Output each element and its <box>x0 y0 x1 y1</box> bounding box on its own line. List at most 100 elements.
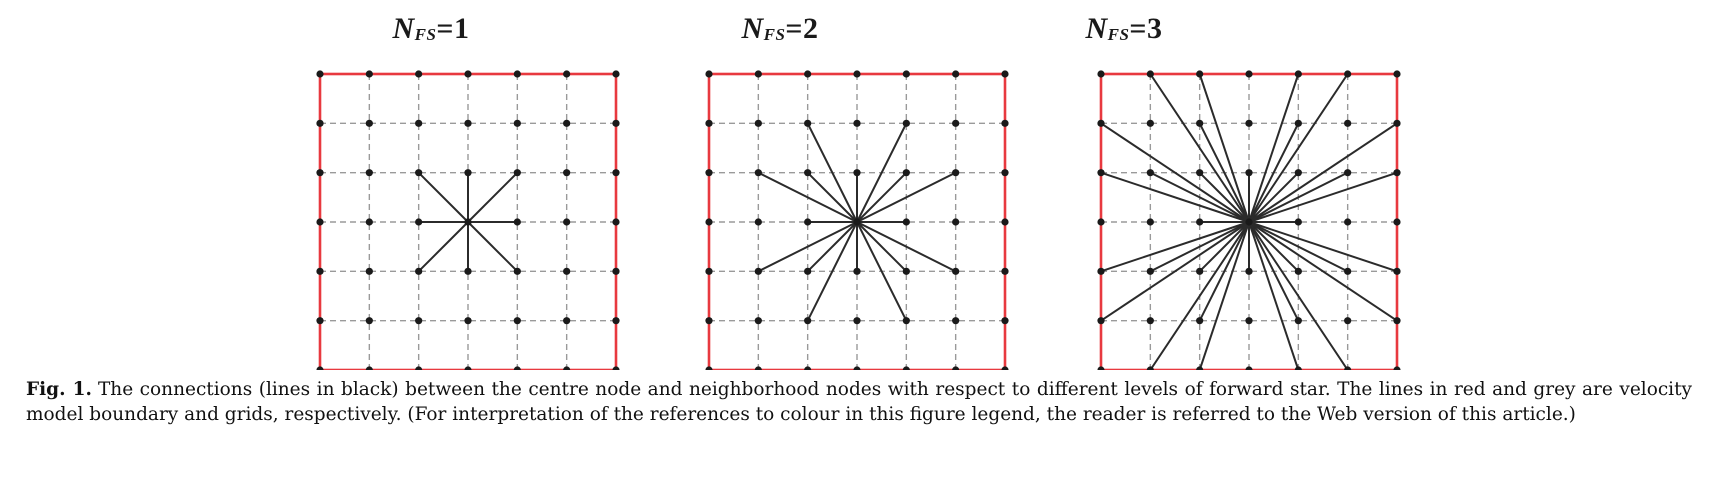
connection-line <box>1149 171 1250 223</box>
grid-node <box>1393 70 1401 78</box>
title-equals: =1 <box>436 12 470 45</box>
connection-line <box>1248 73 1349 223</box>
grid-node <box>1393 119 1401 127</box>
grid-node <box>513 317 521 325</box>
connection-line <box>467 221 519 273</box>
grid-node <box>464 218 472 226</box>
grid-node <box>1097 119 1105 127</box>
grid-node <box>952 218 960 226</box>
grid-node <box>705 169 713 177</box>
grid-node <box>902 267 910 275</box>
grid-node <box>705 267 713 275</box>
grid-node <box>1001 169 1009 177</box>
connection-line <box>856 221 957 273</box>
panel-title-3: NFS=3 <box>1004 12 1244 46</box>
grid-node <box>1245 169 1253 177</box>
grid-node <box>365 267 373 275</box>
grid-node <box>804 218 812 226</box>
connection-line <box>856 221 908 273</box>
title-equals: =3 <box>1129 12 1163 45</box>
grid-node <box>1001 119 1009 127</box>
connection-line <box>417 221 469 273</box>
grid-node <box>1294 366 1302 370</box>
grid-node <box>1196 70 1204 78</box>
grid-node <box>415 366 423 370</box>
grid-node <box>365 169 373 177</box>
grid-node <box>754 317 762 325</box>
grid-node <box>365 317 373 325</box>
grid-node <box>1001 317 1009 325</box>
connection-line <box>1248 221 1300 322</box>
connection-line <box>1149 221 1250 273</box>
grid-node <box>853 70 861 78</box>
connection-line <box>1248 171 1398 223</box>
connection-line <box>757 171 858 223</box>
grid-node <box>464 119 472 127</box>
connection-line <box>1100 221 1250 322</box>
grid-node <box>1097 70 1105 78</box>
grid-node <box>754 218 762 226</box>
grid-node <box>952 366 960 370</box>
grid-node <box>705 218 713 226</box>
caption-text: The connections (lines in black) between… <box>26 379 1692 425</box>
grid-node <box>1245 218 1253 226</box>
grid-node <box>1097 366 1105 370</box>
grid-node <box>1196 169 1204 177</box>
connection-line <box>806 221 858 322</box>
grid-node <box>853 218 861 226</box>
grid-node <box>804 366 812 370</box>
grid-node <box>804 169 812 177</box>
grid-node <box>1294 317 1302 325</box>
connection-line <box>1248 122 1398 223</box>
connection-line <box>1198 221 1250 322</box>
grid-node <box>1294 70 1302 78</box>
grid-node <box>1146 169 1154 177</box>
grid-node <box>415 317 423 325</box>
grid-node <box>1294 169 1302 177</box>
connection-line <box>1248 221 1300 273</box>
grid-node <box>563 70 571 78</box>
grid-node <box>1146 267 1154 275</box>
connection-line <box>856 171 908 223</box>
grid-node <box>415 267 423 275</box>
title-main: N <box>741 12 764 45</box>
grid-node <box>513 70 521 78</box>
grid-node <box>1245 317 1253 325</box>
title-subscript: FS <box>763 25 786 44</box>
grid-node <box>464 169 472 177</box>
grid-node <box>1245 119 1253 127</box>
grid-node <box>1344 267 1352 275</box>
grid-node <box>563 218 571 226</box>
grid-node <box>804 267 812 275</box>
grid-node <box>464 267 472 275</box>
connection-line <box>417 171 469 223</box>
grid-node <box>853 119 861 127</box>
grid-node <box>1393 366 1401 370</box>
grid-node <box>705 317 713 325</box>
grid-node <box>1344 317 1352 325</box>
figure-caption: Fig. 1.The connections (lines in black) … <box>26 377 1692 427</box>
grid-node <box>612 267 620 275</box>
grid-node <box>705 70 713 78</box>
grid-node <box>1196 317 1204 325</box>
title-subscript: FS <box>414 25 437 44</box>
grid-node <box>612 218 620 226</box>
grid-node <box>563 119 571 127</box>
grid-node <box>1001 218 1009 226</box>
grid-node <box>1393 218 1401 226</box>
grid-node <box>365 119 373 127</box>
grid-node <box>365 70 373 78</box>
grid-node <box>853 366 861 370</box>
connection-line <box>856 122 908 223</box>
connection-line <box>1198 73 1250 223</box>
grid-node <box>1294 218 1302 226</box>
grid-node <box>902 119 910 127</box>
connection-line <box>1149 221 1250 370</box>
grid-node <box>1097 317 1105 325</box>
grid-node <box>316 366 324 370</box>
grid-node <box>804 119 812 127</box>
grid-node <box>365 218 373 226</box>
grid-node <box>1245 267 1253 275</box>
grid-node <box>513 218 521 226</box>
grid-node <box>902 70 910 78</box>
